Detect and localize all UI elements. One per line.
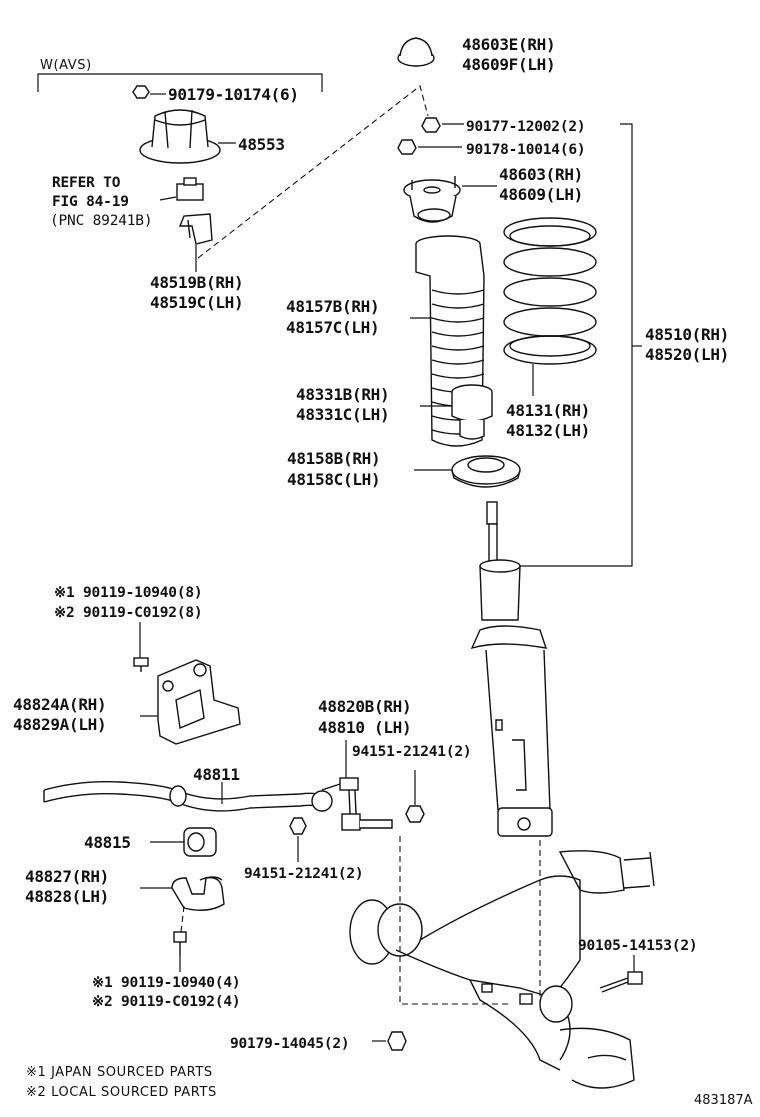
label-48132: 48132(LH) [506, 421, 590, 440]
bolt-90105-part [599, 971, 643, 993]
nut-94151-a-part [405, 805, 425, 823]
label-48519C: 48519C(LH) [150, 293, 243, 312]
label-94151-21241-a: 94151-21241(2) [352, 744, 471, 760]
label-48827: 48827(RH) [25, 867, 109, 886]
label-48824A: 48824A(RH) [13, 695, 106, 714]
upper-mount-cap-part [397, 37, 435, 67]
label-bolt-2b: ※2 90119-C0192(4) [92, 994, 240, 1010]
label-90178-10014: 90178-10014(6) [466, 142, 585, 158]
label-90179-10174: 90179-10174(6) [168, 85, 299, 104]
bracket-48519-part [178, 213, 213, 245]
label-90179-14045: 90179-14045(2) [230, 1036, 349, 1052]
label-94151-21241-b: 94151-21241(2) [244, 866, 363, 882]
label-bolt-1a: ※1 90119-10940(8) [54, 585, 202, 601]
footnote-local-sourced: ※2 LOCAL SOURCED PARTS [26, 1085, 217, 1100]
upper-support-48603-part [403, 176, 461, 223]
nut-90178-10014-part [397, 139, 417, 155]
label-bolt-2a: ※2 90119-C0192(8) [54, 605, 202, 621]
label-pnc-89241b: (PNC 89241B) [50, 213, 152, 229]
stabilizer-bar-48811-part [43, 781, 333, 812]
avs-cover-48553-part [139, 109, 221, 164]
label-48603E: 48603E(RH) [462, 35, 555, 54]
label-w-avs: W(AVS) [40, 58, 92, 73]
label-90177-12002: 90177-12002(2) [466, 119, 585, 135]
nut-94151-b-part [289, 817, 307, 835]
label-48811: 48811 [193, 765, 240, 784]
label-48520: 48520(LH) [645, 345, 729, 364]
avs-bracket-line [37, 73, 323, 92]
shock-absorber-48510-part [470, 501, 553, 837]
label-48510: 48510(RH) [645, 325, 729, 344]
label-48553: 48553 [238, 135, 285, 154]
label-48158C: 48158C(LH) [287, 470, 380, 489]
bolt-90119-upper-part [133, 657, 149, 672]
label-refer-to: REFER TO [52, 175, 121, 191]
label-48158B: 48158B(RH) [287, 449, 380, 468]
coil-spring-48131-part [503, 217, 597, 365]
stabilizer-bracket-48824A-part [157, 659, 241, 745]
lower-insulator-48158-part [451, 455, 521, 488]
label-48829A: 48829A(LH) [13, 715, 106, 734]
figure-id: 483187A [694, 1093, 753, 1108]
label-48609F: 48609F(LH) [462, 55, 555, 74]
nut-90177-12002-part [421, 117, 441, 133]
label-48609: 48609(LH) [499, 185, 583, 204]
label-48603: 48603(RH) [499, 165, 583, 184]
label-48331C: 48331C(LH) [296, 405, 389, 424]
steering-knuckle-part [349, 850, 655, 1089]
label-fig-84-19: FIG 84-19 [52, 194, 129, 210]
actuator-connector-part [176, 177, 204, 201]
dashed-link-to-arm [399, 836, 510, 1005]
stabilizer-clamp-48827-part [171, 876, 225, 911]
bushing-48815-part [183, 827, 217, 857]
label-48828: 48828(LH) [25, 887, 109, 906]
leader-48510-assembly [518, 123, 633, 567]
nut-90179-14045-part [387, 1031, 407, 1051]
bolt-90119-lower-part [173, 931, 187, 956]
label-48131: 48131(RH) [506, 401, 590, 420]
dashed-leader-avs [197, 85, 429, 259]
label-48820B: 48820B(RH) [318, 697, 411, 716]
nut-90179-10174-part [132, 85, 150, 99]
label-48157C: 48157C(LH) [286, 318, 379, 337]
label-48810: 48810 (LH) [318, 718, 411, 737]
bound-stopper-48331-part [451, 384, 493, 440]
footnote-japan-sourced: ※1 JAPAN SOURCED PARTS [26, 1065, 213, 1080]
label-48815: 48815 [84, 833, 131, 852]
label-48331B: 48331B(RH) [296, 385, 389, 404]
label-90105-14153: 90105-14153(2) [578, 938, 697, 954]
stabilizer-link-48820B-part [321, 777, 393, 831]
label-48519B: 48519B(RH) [150, 273, 243, 292]
label-bolt-1b: ※1 90119-10940(4) [92, 975, 240, 991]
label-48157B: 48157B(RH) [286, 297, 379, 316]
